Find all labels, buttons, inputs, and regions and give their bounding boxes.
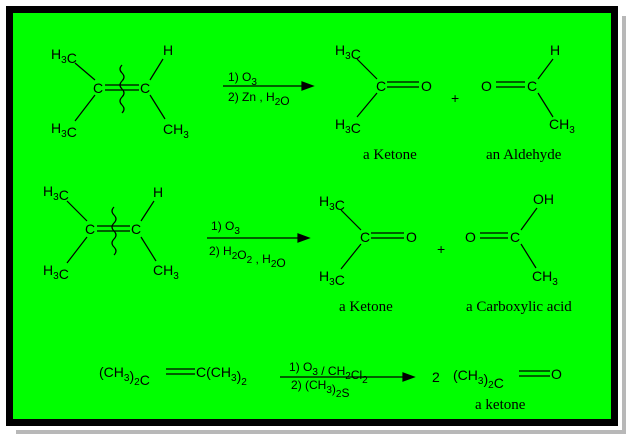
r1-p1-oxygen: O <box>421 78 432 94</box>
r3-coefficient: 2 <box>432 369 440 385</box>
r2-p2-bond-top <box>520 207 538 231</box>
r3-left-group: (CH3)2C <box>99 364 150 388</box>
r1-plus: + <box>451 90 459 106</box>
r2-reactant-bottom-left: H3C <box>43 262 69 282</box>
r1-reactant-carbon-left: C <box>93 80 103 96</box>
r1-cleavage-mark <box>119 64 125 114</box>
r2-p2-oxygen: O <box>465 229 476 245</box>
r2-ketone-product: H3C C H3C O <box>319 193 417 288</box>
r2-reactant: H3C H C C H3C CH3 <box>43 183 179 282</box>
r3-product-group: (CH3)2C <box>453 367 504 391</box>
r1-p2-bond-top <box>537 58 554 80</box>
r2-bond-tl <box>66 200 88 222</box>
r1-caption-aldehyde: an Aldehyde <box>486 147 562 163</box>
r2-arrowhead <box>297 233 311 243</box>
r1-p2-bottom: CH3 <box>549 116 575 136</box>
r2-p1-bond-top <box>340 209 362 231</box>
r2-p1-bond-bottom <box>340 243 362 270</box>
r1-bond-bl <box>74 94 96 122</box>
r1-p2-bond-bottom <box>537 92 554 118</box>
r1-reactant-carbon-right: C <box>140 80 150 96</box>
r2-bond-br <box>140 236 157 262</box>
reaction-panel: H3C H C C H3C CH3 1) O3 <box>13 13 611 419</box>
r2-p1-carbon: C <box>360 229 370 245</box>
r1-bond-br <box>149 94 166 120</box>
r2-bond-tr <box>140 200 155 222</box>
r1-arrowhead <box>301 81 315 91</box>
r3-arrowhead <box>402 372 416 382</box>
r2-caption-acid: a Carboxylic acid <box>466 299 572 315</box>
r3-caption-ketone: a ketone <box>475 397 526 413</box>
r2-p1-top: H3C <box>319 193 345 213</box>
r2-carboxylic-acid-product: OH O C CH3 <box>465 191 558 288</box>
r2-plus: + <box>437 241 445 257</box>
r1-p1-bottom: H3C <box>335 116 361 136</box>
r1-ketone-product: H3C C H3C O <box>335 42 432 136</box>
r1-p2-oxygen: O <box>481 78 492 94</box>
r3-right-group: C(CH3)2 <box>196 364 247 388</box>
r2-reactant-top-right: H <box>153 184 163 200</box>
frame-shadow-bottom <box>16 430 626 434</box>
r1-reactant-bottom-left: H3C <box>51 120 77 140</box>
r1-reagent-2: 2) Zn , H2O <box>228 90 290 108</box>
r1-aldehyde-product: H O C CH3 <box>481 42 575 136</box>
r1-p1-carbon: C <box>376 78 386 94</box>
r1-reactant-bottom-right: CH3 <box>163 121 189 141</box>
r1-reagent-1: 1) O3 <box>228 70 257 88</box>
panel-background <box>13 13 611 419</box>
r2-p1-oxygen: O <box>406 229 417 245</box>
r3-oxygen: O <box>551 366 562 382</box>
r1-p2-top: H <box>550 42 560 58</box>
r2-caption-ketone: a Ketone <box>339 299 393 315</box>
r2-arrow-group: 1) O3 2) H2O2 , H2O <box>207 219 311 270</box>
r1-reactant-top-left: H3C <box>51 46 77 66</box>
r2-p2-bond-bottom <box>520 243 537 269</box>
r2-reactant-carbon-left: C <box>85 221 95 237</box>
reaction-diagram: H3C H C C H3C CH3 1) O3 <box>13 13 611 419</box>
reaction-2: H3C H C C H3C CH3 1) O3 <box>43 183 572 315</box>
r2-p2-top: OH <box>533 191 554 207</box>
r1-p1-bond-top <box>356 58 378 80</box>
r1-bond-tr <box>149 58 164 81</box>
r1-p1-top: H3C <box>335 42 361 62</box>
r2-p2-carbon: C <box>510 229 520 245</box>
reaction-3: (CH3)2C C(CH3)2 1) O3 / CH2Cl2 2) (CH3)2… <box>99 360 562 413</box>
r2-reagent-2: 2) H2O2 , H2O <box>209 244 286 270</box>
r3-reagent-2: 2) (CH3)2S <box>291 378 350 400</box>
r2-p2-bottom: CH3 <box>532 268 558 288</box>
r1-reactant-top-right: H <box>163 42 173 58</box>
r2-p1-bottom: H3C <box>319 268 345 288</box>
r1-arrow-group: 1) O3 2) Zn , H2O <box>223 70 315 108</box>
r2-bond-bl <box>66 236 88 264</box>
frame-shadow-right <box>622 16 626 432</box>
r2-reactant-carbon-right: C <box>131 221 141 237</box>
r2-reactant-top-left: H3C <box>43 183 69 203</box>
r1-bond-tl <box>74 62 96 81</box>
diagram-frame: H3C H C C H3C CH3 1) O3 <box>6 6 618 426</box>
r2-reactant-bottom-right: CH3 <box>153 262 179 282</box>
r1-p2-carbon: C <box>527 78 537 94</box>
r1-caption-ketone: a Ketone <box>363 147 417 163</box>
r1-reactant: H3C H C C H3C CH3 <box>51 42 189 141</box>
r1-p1-bond-bottom <box>356 92 378 118</box>
r2-cleavage-mark <box>111 206 117 256</box>
r2-reagent-1: 1) O3 <box>211 219 240 237</box>
reaction-1: H3C H C C H3C CH3 1) O3 <box>51 42 575 163</box>
